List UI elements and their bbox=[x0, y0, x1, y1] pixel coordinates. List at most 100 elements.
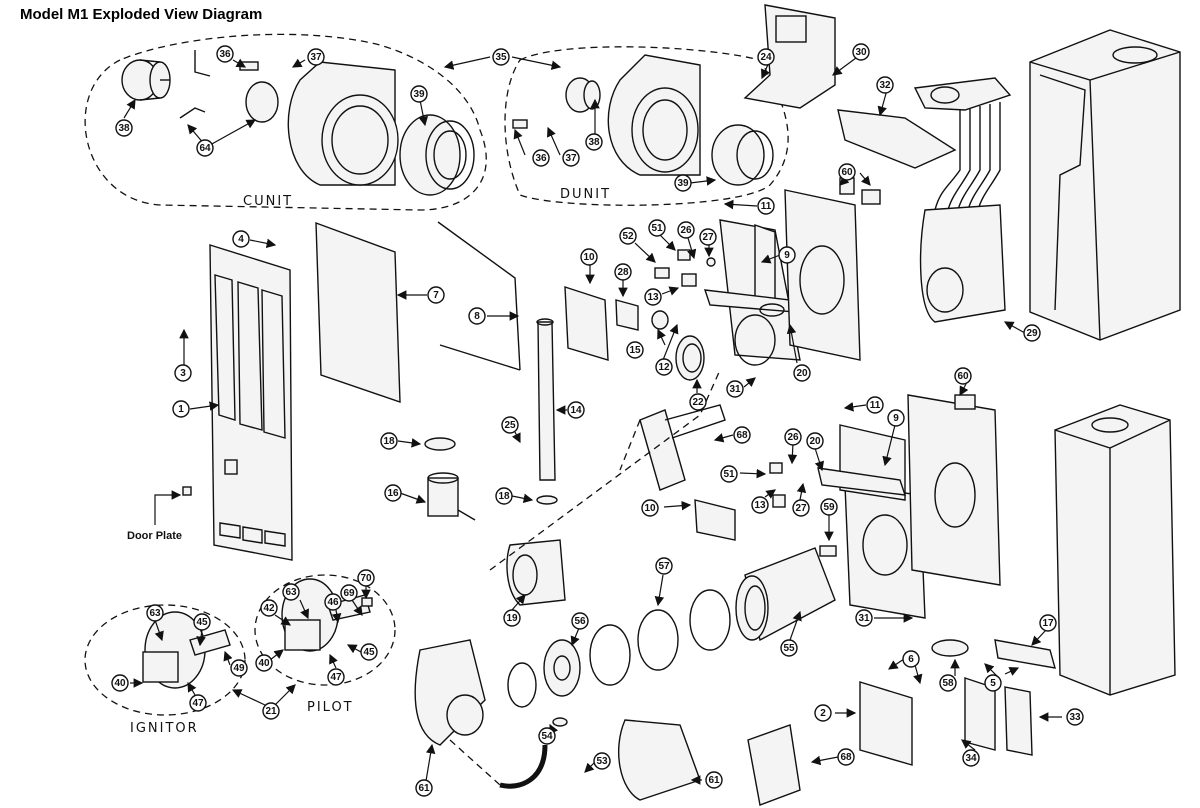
rear-panel-upper bbox=[784, 189, 861, 361]
part-callout-9: 9 bbox=[887, 409, 905, 427]
gasket-ring-3 bbox=[507, 662, 537, 708]
callout-circle bbox=[619, 227, 637, 245]
callout-circle bbox=[677, 221, 695, 239]
alignment-guide-upper bbox=[489, 369, 721, 571]
gasket-22 bbox=[675, 335, 705, 381]
callout-number: 16 bbox=[387, 488, 399, 499]
callout-circle bbox=[855, 609, 873, 627]
callout-number: 39 bbox=[413, 89, 425, 100]
callout-number: 13 bbox=[647, 292, 659, 303]
callout-circle bbox=[384, 484, 402, 502]
part-callout-20: 20 bbox=[806, 432, 824, 450]
part-callout-9: 9 bbox=[778, 246, 796, 264]
part-callout-58: 58 bbox=[939, 674, 957, 692]
part-callout-39: 39 bbox=[410, 85, 428, 103]
burner-housing-19 bbox=[506, 539, 566, 606]
control-cover-10-lower bbox=[694, 499, 736, 541]
callout-circle bbox=[792, 499, 810, 517]
part-callout-24: 24 bbox=[757, 48, 775, 66]
callout-number: 54 bbox=[541, 731, 553, 742]
part-callout-51: 51 bbox=[720, 465, 738, 483]
callout-circle bbox=[360, 643, 378, 661]
callout-circle bbox=[380, 432, 398, 450]
gasket-ring-2 bbox=[589, 624, 631, 686]
blower-door-window bbox=[775, 15, 807, 43]
callout-number: 18 bbox=[498, 491, 510, 502]
c-unit-motor bbox=[121, 59, 171, 101]
rear-panel-lower bbox=[907, 394, 1001, 586]
callout-circle bbox=[501, 416, 519, 434]
part-callout-18: 18 bbox=[495, 487, 513, 505]
callout-number: 10 bbox=[644, 503, 656, 514]
nozzle-54 bbox=[552, 717, 568, 727]
callout-circle bbox=[357, 569, 375, 587]
rear-panel-opening bbox=[799, 245, 845, 315]
c-unit-label: CUNIT bbox=[243, 194, 293, 209]
callout-number: 64 bbox=[199, 143, 211, 154]
part-callout-51: 51 bbox=[648, 219, 666, 237]
burner-motor-61-left bbox=[414, 639, 486, 746]
callout-circle bbox=[410, 85, 428, 103]
callout-circle bbox=[837, 748, 855, 766]
callout-number: 55 bbox=[783, 643, 795, 654]
callout-number: 46 bbox=[327, 597, 339, 608]
callout-circle bbox=[567, 401, 585, 419]
callout-number: 57 bbox=[658, 561, 670, 572]
callout-number: 47 bbox=[192, 698, 204, 709]
part-callout-8: 8 bbox=[468, 307, 486, 325]
access-panel-2 bbox=[859, 681, 913, 766]
callout-number: 63 bbox=[285, 587, 297, 598]
burner-mount-assembly-upper bbox=[703, 219, 801, 366]
callout-circle bbox=[674, 174, 692, 192]
callout-circle bbox=[720, 465, 738, 483]
part-callout-61: 61 bbox=[415, 779, 433, 797]
callout-circle bbox=[689, 393, 707, 411]
part-callout-22: 22 bbox=[689, 393, 707, 411]
callout-number: 38 bbox=[588, 137, 600, 148]
callout-circle bbox=[216, 45, 234, 63]
callout-circle bbox=[876, 76, 894, 94]
callout-circle bbox=[468, 307, 486, 325]
callout-circle bbox=[427, 286, 445, 304]
callout-circle bbox=[793, 364, 811, 382]
callout-circle bbox=[838, 163, 856, 181]
part-callout-35: 35 bbox=[492, 48, 510, 66]
callout-number: 17 bbox=[1042, 618, 1054, 629]
part-callout-40: 40 bbox=[255, 654, 273, 672]
callout-number: 68 bbox=[736, 430, 748, 441]
callout-number: 28 bbox=[617, 267, 629, 278]
flange-58 bbox=[931, 639, 969, 657]
callout-number: 31 bbox=[729, 384, 741, 395]
callout-circle bbox=[626, 341, 644, 359]
callout-circle bbox=[146, 604, 164, 622]
callout-number: 5 bbox=[990, 678, 996, 689]
callout-number: 13 bbox=[754, 500, 766, 511]
bracket-68-upper bbox=[639, 409, 686, 491]
callout-circle bbox=[262, 702, 280, 720]
callout-number: 21 bbox=[265, 706, 277, 717]
front-door bbox=[209, 244, 293, 561]
callout-circle bbox=[232, 230, 250, 248]
part-callout-68: 68 bbox=[837, 748, 855, 766]
ignitor-group-outline bbox=[84, 604, 246, 716]
callout-number: 47 bbox=[330, 672, 342, 683]
callout-number: 34 bbox=[965, 753, 977, 764]
part-callout-45: 45 bbox=[193, 613, 211, 631]
callout-circle bbox=[585, 133, 603, 151]
c-unit-blower-wheel bbox=[399, 114, 475, 196]
callout-number: 70 bbox=[360, 573, 372, 584]
callout-circle bbox=[492, 48, 510, 66]
callout-number: 2 bbox=[820, 708, 826, 719]
cap-18-lower bbox=[536, 495, 558, 505]
callout-number: 51 bbox=[651, 223, 663, 234]
part-callout-47: 47 bbox=[327, 668, 345, 686]
part-callout-68: 68 bbox=[733, 426, 751, 444]
part-callout-12: 12 bbox=[655, 358, 673, 376]
part-callout-5: 5 bbox=[984, 674, 1002, 692]
part-callout-36: 36 bbox=[532, 149, 550, 167]
callout-circle bbox=[902, 650, 920, 668]
part-callout-37: 37 bbox=[562, 149, 580, 167]
callout-circle bbox=[757, 197, 775, 215]
blower-door-panel bbox=[743, 4, 836, 109]
